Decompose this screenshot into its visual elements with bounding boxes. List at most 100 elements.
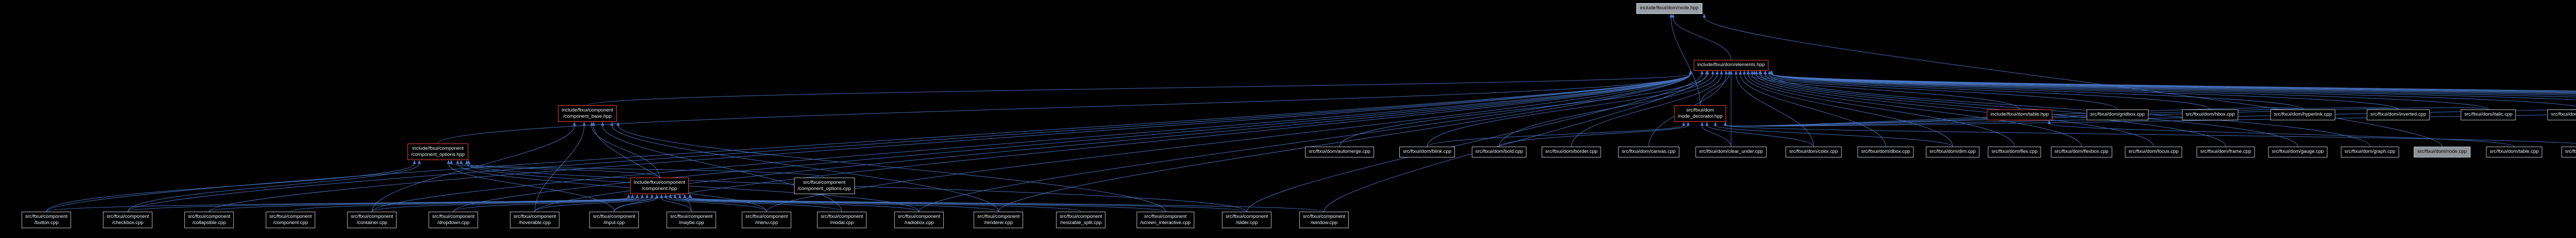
include-edge (1702, 125, 1732, 147)
graph-node-label: include/ftxui/component (412, 146, 464, 151)
include-edge (766, 74, 1691, 212)
graph-node-label: src/ftxui/dom/graph.cpp (2344, 149, 2396, 154)
include-edge (1754, 74, 2118, 110)
graph-node-linear_gradient: src/ftxui/dom/linear_gradient.cpp (2547, 109, 2576, 120)
include-edge-arrowhead (1715, 70, 1719, 74)
graph-node-input: src/ftxui/component/input.cpp (589, 212, 639, 228)
include-edge-arrowhead (669, 194, 672, 198)
graph-node-label: src/ftxui/dom/border.cpp (1545, 149, 1598, 154)
graph-node-label: src/ftxui/dom/dim.cpp (1929, 149, 1976, 154)
graph-node-comp_opts_hpp[interactable]: include/ftxui/component/component_option… (407, 144, 469, 160)
include-edge (209, 197, 633, 212)
include-edge-arrowhead (650, 194, 654, 198)
include-edge (690, 197, 1247, 212)
include-edge (1427, 74, 1714, 147)
include-edge (1771, 74, 2576, 98)
graph-node-underlined_double: src/ftxui/dom/underlined_double.cpp (2561, 147, 2576, 157)
include-edge (461, 163, 825, 178)
include-edge (457, 163, 767, 212)
graph-node-menu: src/ftxui/component/menu.cpp (741, 212, 792, 228)
graph-node-label: src/ftxui/dom/hyperlink.cpp (2274, 112, 2332, 117)
include-edge-arrowhead (678, 194, 682, 198)
graph-node-node_dec[interactable]: src/ftxui/dom/node_decorator.hpp (1674, 105, 1726, 122)
include-edge-arrowhead (459, 160, 463, 164)
graph-node-label: src/ftxui/dom/clear_under.cpp (1699, 149, 1764, 154)
include-edge-arrowhead (688, 194, 692, 198)
graph-node-resizable_split: src/ftxui/component/resizable_split.cpp (1056, 212, 1106, 228)
graph-node-window: src/ftxui/component/window.cpp (1299, 212, 1349, 228)
include-edge (1771, 74, 2399, 110)
graph-node-label: src/ftxui/dom/gauge.cpp (2272, 149, 2324, 154)
include-edge-arrowhead (610, 122, 614, 126)
include-edge-arrowhead (1746, 70, 1750, 74)
include-edge (1671, 17, 1701, 106)
graph-node-label: src/ftxui/dom/dbox.cpp (1861, 149, 1910, 154)
include-edge (468, 163, 1247, 212)
graph-node-label: src/ftxui/component (432, 214, 475, 219)
graph-node-label: src/ftxui/dom/flex.cpp (1991, 149, 2038, 154)
graph-node-label: src/ftxui/dom/table.cpp (2489, 149, 2539, 154)
include-edge-arrowhead (1714, 122, 1717, 126)
include-edge (1744, 74, 1953, 147)
include-edge-arrowhead (640, 194, 644, 198)
include-edge (1748, 74, 2020, 110)
include-edge (1499, 125, 1689, 147)
graph-node-label: include/ftxui/component (562, 107, 613, 113)
include-edge (371, 197, 643, 212)
include-edge (448, 163, 615, 212)
include-edge (1725, 125, 2576, 144)
include-edge (127, 163, 420, 212)
include-edge-arrowhead (467, 160, 470, 164)
graph-node-comp_base[interactable]: include/ftxui/component/component_base.h… (558, 105, 617, 122)
graph-node-gauge: src/ftxui/dom/gauge.cpp (2268, 147, 2328, 157)
graph-node-elements[interactable]: include/ftxui/dom/elements.hpp (1693, 60, 1769, 71)
include-edge (127, 74, 1691, 212)
graph-node-graph: src/ftxui/dom/graph.cpp (2341, 147, 2399, 157)
graph-node-label: src/ftxui/component (106, 214, 149, 219)
include-edge (1769, 74, 2370, 147)
graph-node-label: /radiobox.cpp (904, 219, 934, 226)
graph-node-gridbox: src/ftxui/dom/gridbox.cpp (2087, 109, 2148, 120)
graph-node-label: /input.cpp (603, 219, 625, 226)
graph-node-label: src/ftxui/component (1144, 214, 1187, 219)
graph-node-label: /maybe.cpp (679, 219, 704, 226)
include-edge-arrowhead (664, 194, 668, 198)
graph-node-label: /dropdown.cpp (437, 219, 470, 226)
include-edge-arrowhead (1689, 70, 1692, 74)
include-edge-arrowhead (1729, 70, 1733, 74)
include-edge (1771, 74, 2576, 107)
include-edge-arrowhead (1770, 70, 1773, 74)
graph-node-label: include/ftxui/dom/node.hpp (1640, 5, 1699, 11)
include-edge (1771, 74, 2489, 110)
include-edge (614, 197, 657, 212)
include-edge (451, 163, 660, 178)
graph-node-button: src/ftxui/component/button.cpp (21, 212, 72, 228)
graph-node-node_cpp: src/ftxui/dom/node.cpp (2414, 147, 2470, 157)
graph-node-label: src/ftxui/component (592, 214, 636, 219)
graph-node-label: src/ftxui/dom (1686, 107, 1714, 113)
include-edge-arrowhead (1763, 70, 1767, 74)
include-edge-arrowhead (1669, 13, 1673, 18)
include-edge-arrowhead (1702, 13, 1706, 18)
graph-node-maybe: src/ftxui/component/maybe.cpp (666, 212, 717, 228)
graph-node-label: src/ftxui/dom/flexbox.cpp (2054, 149, 2109, 154)
include-edge (1771, 74, 2576, 96)
graph-node-radiobox: src/ftxui/component/radiobox.cpp (894, 212, 944, 228)
include-edge-arrowhead (1755, 70, 1758, 74)
include-edge (1725, 109, 2576, 126)
include-edge-arrowhead (1720, 70, 1723, 74)
graph-node-label: src/ftxui/dom/underlined_double.cpp (2565, 149, 2576, 154)
include-edge (593, 125, 692, 212)
graph-node-label: src/ftxui/component (25, 214, 68, 219)
graph-node-color: src/ftxui/dom/color.cpp (1785, 147, 1842, 157)
graph-node-label: src/ftxui/dom/node.cpp (2417, 149, 2467, 154)
graph-node-canvas: src/ftxui/dom/canvas.cpp (1618, 147, 1680, 157)
include-edge (1765, 74, 2303, 110)
include-edge-arrowhead (456, 160, 460, 164)
graph-node-table_hpp[interactable]: include/ftxui/dom/table.hpp (1987, 109, 2053, 120)
graph-node-comp_hpp[interactable]: include/ftxui/component/component.hpp (630, 178, 689, 194)
graph-node-border: src/ftxui/dom/border.cpp (1541, 147, 1601, 157)
graph-node-label: /component_options.hpp (411, 151, 465, 157)
include-edge-arrowhead (591, 122, 596, 126)
include-edge-arrowhead (673, 194, 677, 198)
